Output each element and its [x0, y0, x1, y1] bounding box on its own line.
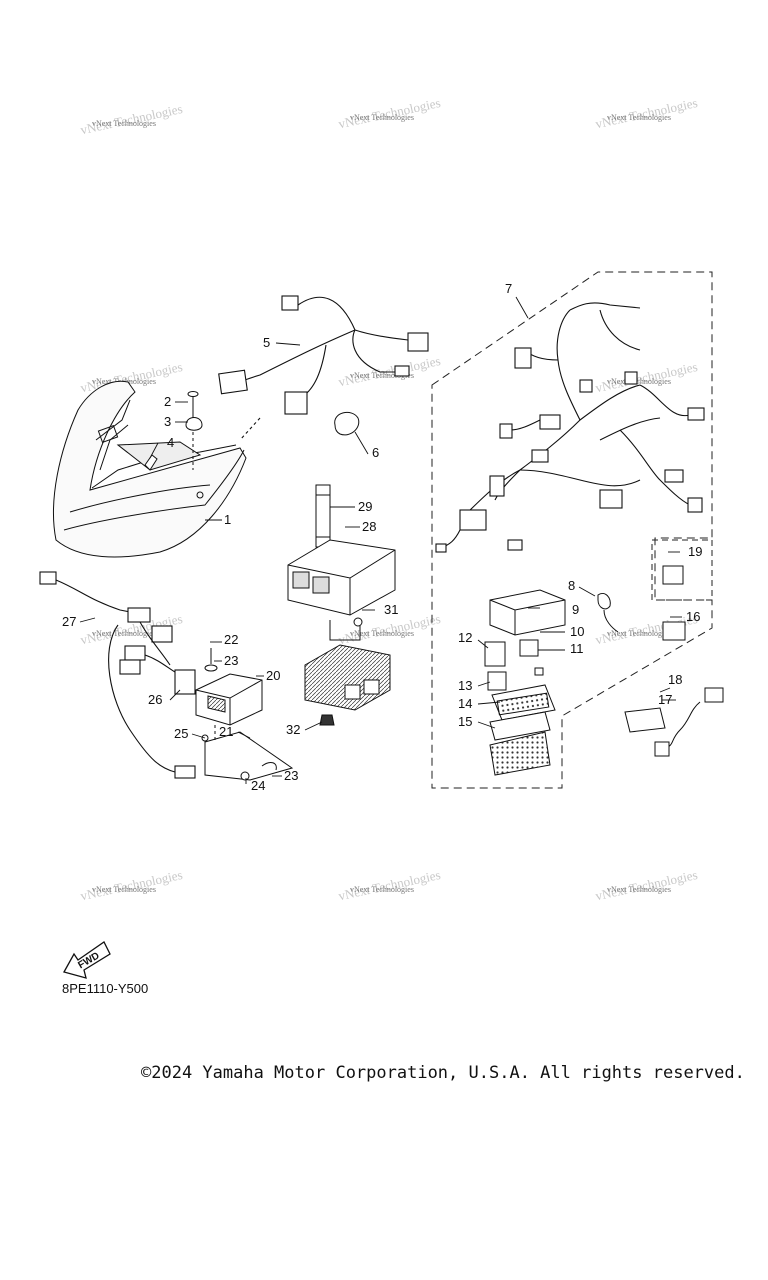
callout-19: 19: [688, 544, 702, 559]
callout-11: 11: [570, 641, 584, 656]
callout-13: 13: [458, 678, 472, 693]
fwd-arrow-icon: FWD: [63, 941, 111, 979]
screw-2: [144, 391, 203, 471]
leader-lines: [79, 296, 682, 784]
watermark: vNext Technologies: [350, 885, 414, 894]
callout-4: 4: [167, 435, 174, 450]
group-outline-7: [431, 271, 713, 789]
callout-29: 29: [358, 499, 372, 514]
watermark: vNext Technologies: [92, 119, 156, 128]
watermark: vNext Technologies: [607, 377, 671, 386]
callout-3: 3: [164, 414, 171, 429]
callout-5: 5: [263, 335, 270, 350]
watermark: vNext Technologies: [92, 629, 156, 638]
callout-20: 20: [266, 668, 280, 683]
watermark: vNext Technologies: [350, 371, 414, 380]
callout-23b: 23: [284, 768, 298, 783]
callout-22: 22: [224, 632, 238, 647]
callout-25: 25: [174, 726, 188, 741]
callout-27: 27: [62, 614, 76, 629]
fwd-label: FWD: [76, 950, 101, 971]
watermark: vNext Technologies: [92, 885, 156, 894]
regulator-31-32: [304, 617, 391, 726]
callout-21: 21: [219, 724, 233, 739]
callout-31: 31: [384, 602, 398, 617]
callouts: 1 2 3 4 5 6 7 8 9 10 11 12 13 14 15 16 1…: [62, 281, 702, 793]
relay-unit-20: [195, 648, 294, 781]
sub-harness-26-27: [39, 571, 196, 779]
callout-23a: 23: [224, 653, 238, 668]
callout-12: 12: [458, 630, 472, 645]
callout-28: 28: [362, 519, 376, 534]
connectors-16-19: [624, 565, 724, 757]
callout-24: 24: [251, 778, 265, 793]
ecu-28-29: [287, 484, 396, 616]
callout-18: 18: [668, 672, 682, 687]
callout-1: 1: [224, 512, 231, 527]
callout-9: 9: [572, 602, 579, 617]
sub-harness-5: [218, 295, 429, 441]
callout-15: 15: [458, 714, 472, 729]
watermark: vNext Technologies: [350, 629, 414, 638]
diagram-code: 8PE1110-Y500: [62, 981, 149, 996]
callout-16: 16: [686, 609, 700, 624]
main-harness-7: [435, 302, 705, 553]
callout-32: 32: [286, 722, 300, 737]
watermark: vNext Technologies: [607, 629, 671, 638]
fuse-box-8-15: [484, 589, 619, 776]
callout-10: 10: [570, 624, 584, 639]
callout-17: 17: [658, 692, 672, 707]
callout-7: 7: [505, 281, 512, 296]
callout-14: 14: [458, 696, 472, 711]
watermark: vNext Technologies: [607, 885, 671, 894]
watermark: vNext Technologies: [607, 113, 671, 122]
callout-26: 26: [148, 692, 162, 707]
group-outline-19: [651, 539, 713, 601]
callout-6: 6: [372, 445, 379, 460]
callout-8: 8: [568, 578, 575, 593]
copyright-notice: ©2024 Yamaha Motor Corporation, U.S.A. A…: [141, 1063, 745, 1083]
watermark: vNext Technologies: [350, 113, 414, 122]
callout-2: 2: [164, 394, 171, 409]
band-6: [334, 411, 360, 436]
